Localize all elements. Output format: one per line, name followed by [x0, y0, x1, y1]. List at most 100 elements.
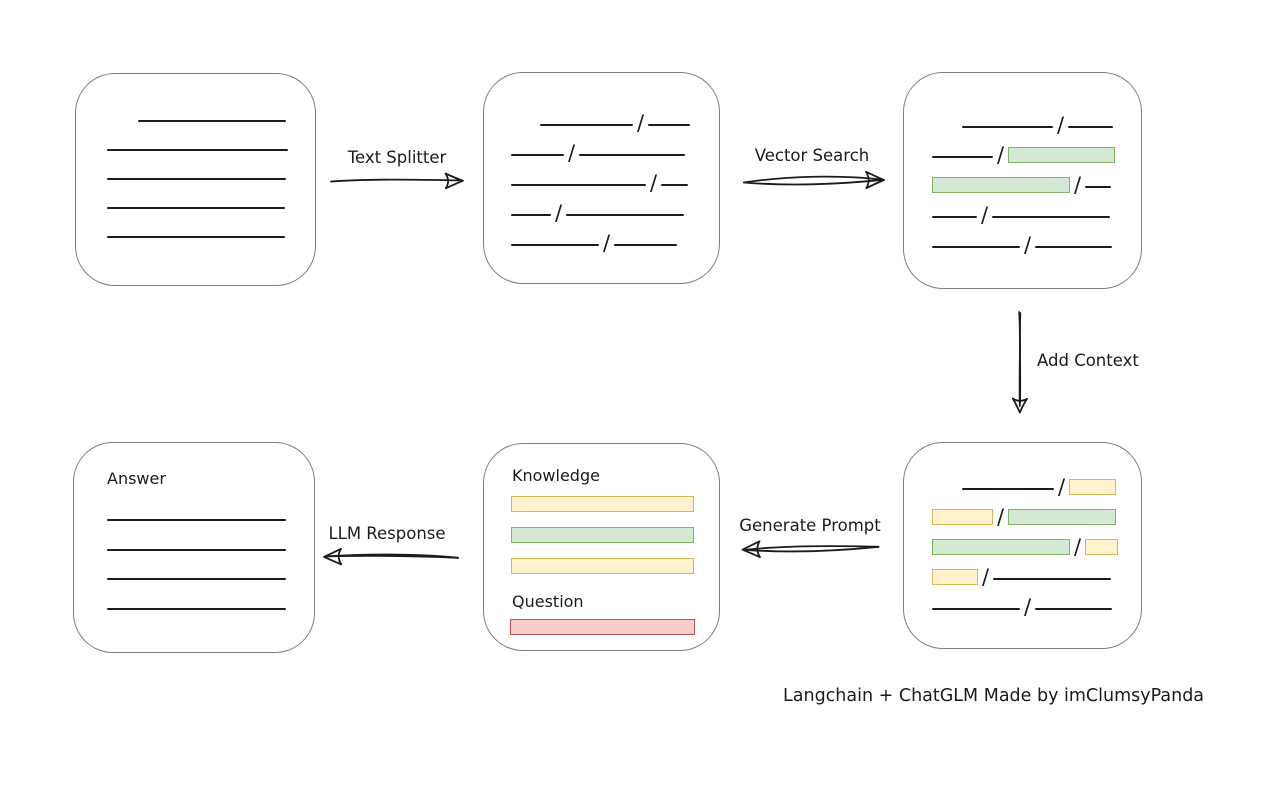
chunk-row: / — [932, 107, 1141, 137]
text-line — [579, 154, 686, 156]
slash-separator: / — [997, 505, 1005, 529]
chunk-row: / — [511, 195, 719, 225]
text-line — [993, 578, 1112, 580]
yellow-bar — [511, 558, 694, 574]
document-lines — [76, 74, 315, 238]
green-highlight-chunk — [932, 177, 1070, 193]
generate-prompt-label: Generate Prompt — [739, 516, 881, 535]
chunk-row: / — [932, 529, 1141, 559]
chunk-row: / — [511, 225, 719, 255]
text-line — [107, 236, 285, 238]
text-splitter-arrow — [330, 172, 464, 190]
slash-separator: / — [997, 143, 1005, 167]
text-splitter-label: Text Splitter — [347, 148, 447, 167]
slash-separator: / — [650, 171, 658, 195]
yellow-highlight-chunk — [1069, 479, 1117, 495]
text-line — [962, 126, 1053, 128]
text-line — [932, 608, 1020, 610]
text-line — [1035, 608, 1113, 610]
chunk-row: / — [932, 227, 1141, 257]
slash-separator: / — [982, 565, 990, 589]
node-prompt: Knowledge Question — [483, 443, 720, 651]
slash-separator: / — [1058, 475, 1066, 499]
question-label: Question — [512, 592, 584, 611]
node-split-chunks: / / / / / — [483, 72, 720, 284]
text-line — [1085, 186, 1112, 188]
slash-separator: / — [637, 111, 645, 135]
slash-separator: / — [1074, 535, 1082, 559]
text-line — [511, 244, 599, 246]
llm-response-arrow — [323, 547, 459, 566]
matched-chunk-rows: / / / / / — [904, 73, 1141, 257]
yellow-highlight-chunk — [932, 509, 993, 525]
text-line — [511, 154, 564, 156]
node-source-document — [75, 73, 316, 286]
slash-separator: / — [981, 203, 989, 227]
knowledge-bars — [511, 496, 719, 574]
question-bars — [510, 619, 719, 635]
text-line — [107, 607, 286, 610]
knowledge-label: Knowledge — [512, 466, 600, 485]
node-matched-chunks: / / / / / — [903, 72, 1142, 289]
chunk-row: / — [932, 559, 1141, 589]
chunk-row: / — [511, 135, 719, 165]
chunk-row: / — [932, 197, 1141, 227]
green-highlight-chunk — [1008, 147, 1116, 163]
text-line — [107, 149, 288, 151]
chunk-row: / — [932, 469, 1141, 499]
slash-separator: / — [1024, 233, 1032, 257]
vector-search-label: Vector Search — [754, 146, 870, 165]
chunk-row: / — [932, 499, 1141, 529]
slash-separator: / — [568, 141, 576, 165]
text-line — [932, 156, 993, 158]
yellow-bar — [511, 496, 694, 512]
slash-separator: / — [1074, 173, 1082, 197]
text-line — [138, 120, 286, 122]
answer-label: Answer — [107, 469, 166, 488]
text-line — [614, 244, 678, 246]
context-chunk-rows: / / / / / — [904, 443, 1141, 619]
text-line — [540, 124, 633, 126]
text-line — [932, 246, 1020, 248]
chunk-row: / — [511, 165, 719, 195]
text-line — [107, 178, 286, 180]
text-line — [1068, 126, 1114, 128]
chunk-row: / — [932, 589, 1141, 619]
text-line — [107, 519, 286, 521]
text-line — [107, 207, 285, 209]
node-answer: Answer — [73, 442, 315, 653]
text-line — [661, 184, 689, 186]
text-line — [1035, 246, 1113, 248]
node-context-chunks: / / / / / — [903, 442, 1142, 649]
text-line — [107, 548, 286, 551]
yellow-highlight-chunk — [1085, 539, 1119, 555]
text-line — [932, 216, 977, 218]
text-line — [648, 124, 691, 126]
slash-separator: / — [555, 201, 563, 225]
red-bar — [510, 619, 695, 635]
llm-response-label: LLM Response — [328, 524, 446, 543]
add-context-arrow — [1011, 311, 1028, 414]
answer-lines — [107, 519, 314, 610]
slash-separator: / — [603, 231, 611, 255]
vector-search-arrow — [743, 170, 885, 190]
add-context-label: Add Context — [1037, 351, 1139, 370]
green-bar — [511, 527, 694, 543]
slash-separator: / — [1024, 595, 1032, 619]
text-line — [566, 214, 685, 216]
yellow-highlight-chunk — [932, 569, 978, 585]
chunk-row: / — [511, 105, 719, 135]
slash-separator: / — [1057, 113, 1065, 137]
split-chunk-rows: / / / / / — [484, 73, 719, 255]
text-line — [962, 488, 1054, 490]
chunk-row: / — [932, 167, 1141, 197]
text-line — [511, 184, 646, 186]
text-line — [992, 216, 1111, 218]
generate-prompt-arrow — [741, 540, 880, 559]
chunk-row: / — [932, 137, 1141, 167]
green-highlight-chunk — [1008, 509, 1117, 525]
text-line — [511, 214, 551, 216]
green-highlight-chunk — [932, 539, 1070, 555]
